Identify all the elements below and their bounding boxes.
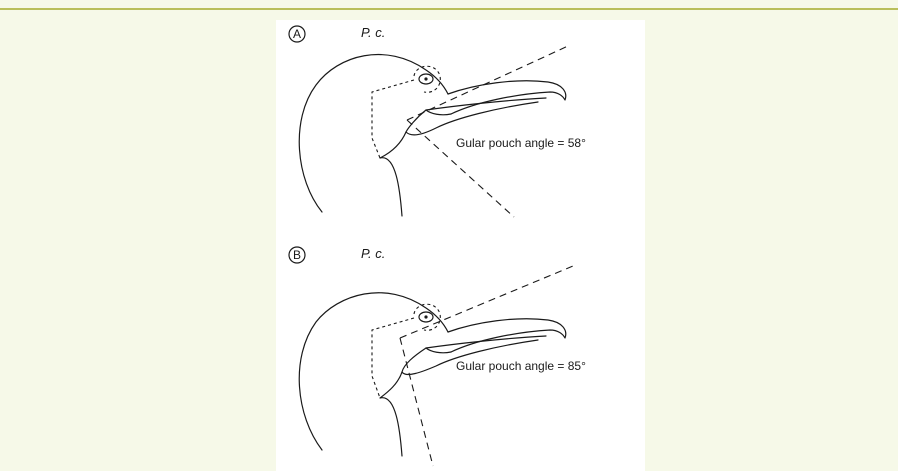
panel-a-pouch-axis-line	[407, 120, 514, 217]
panel-b-upper-bill	[448, 319, 566, 352]
panel-a-letter: A	[293, 27, 301, 41]
panel-b: B P. c. Gular pouch angle = 85°	[289, 246, 586, 466]
panel-b-throat-line	[380, 372, 402, 456]
panel-a-throat-line	[380, 132, 406, 216]
figure-panel: A P. c. Gular pouch angle = 58°	[276, 20, 645, 471]
panel-b-bill-axis-line	[400, 266, 573, 338]
panel-b-species-label: P. c.	[361, 246, 385, 261]
panel-a-facial-patch	[372, 80, 414, 158]
panel-b-pouch-axis-line	[400, 338, 433, 466]
panel-a-angle-label: Gular pouch angle = 58°	[456, 136, 586, 150]
bird-head-illustration: A P. c. Gular pouch angle = 58°	[276, 20, 645, 471]
top-divider-rule	[0, 8, 898, 10]
panel-a: A P. c. Gular pouch angle = 58°	[289, 25, 586, 217]
panel-b-pupil	[424, 315, 427, 318]
panel-a-upper-bill	[448, 81, 566, 114]
panel-b-letter: B	[293, 248, 301, 262]
panel-b-angle-label: Gular pouch angle = 85°	[456, 359, 586, 373]
panel-a-species-label: P. c.	[361, 25, 385, 40]
panel-a-gular-pouch	[406, 102, 538, 135]
panel-a-pupil	[424, 77, 427, 80]
